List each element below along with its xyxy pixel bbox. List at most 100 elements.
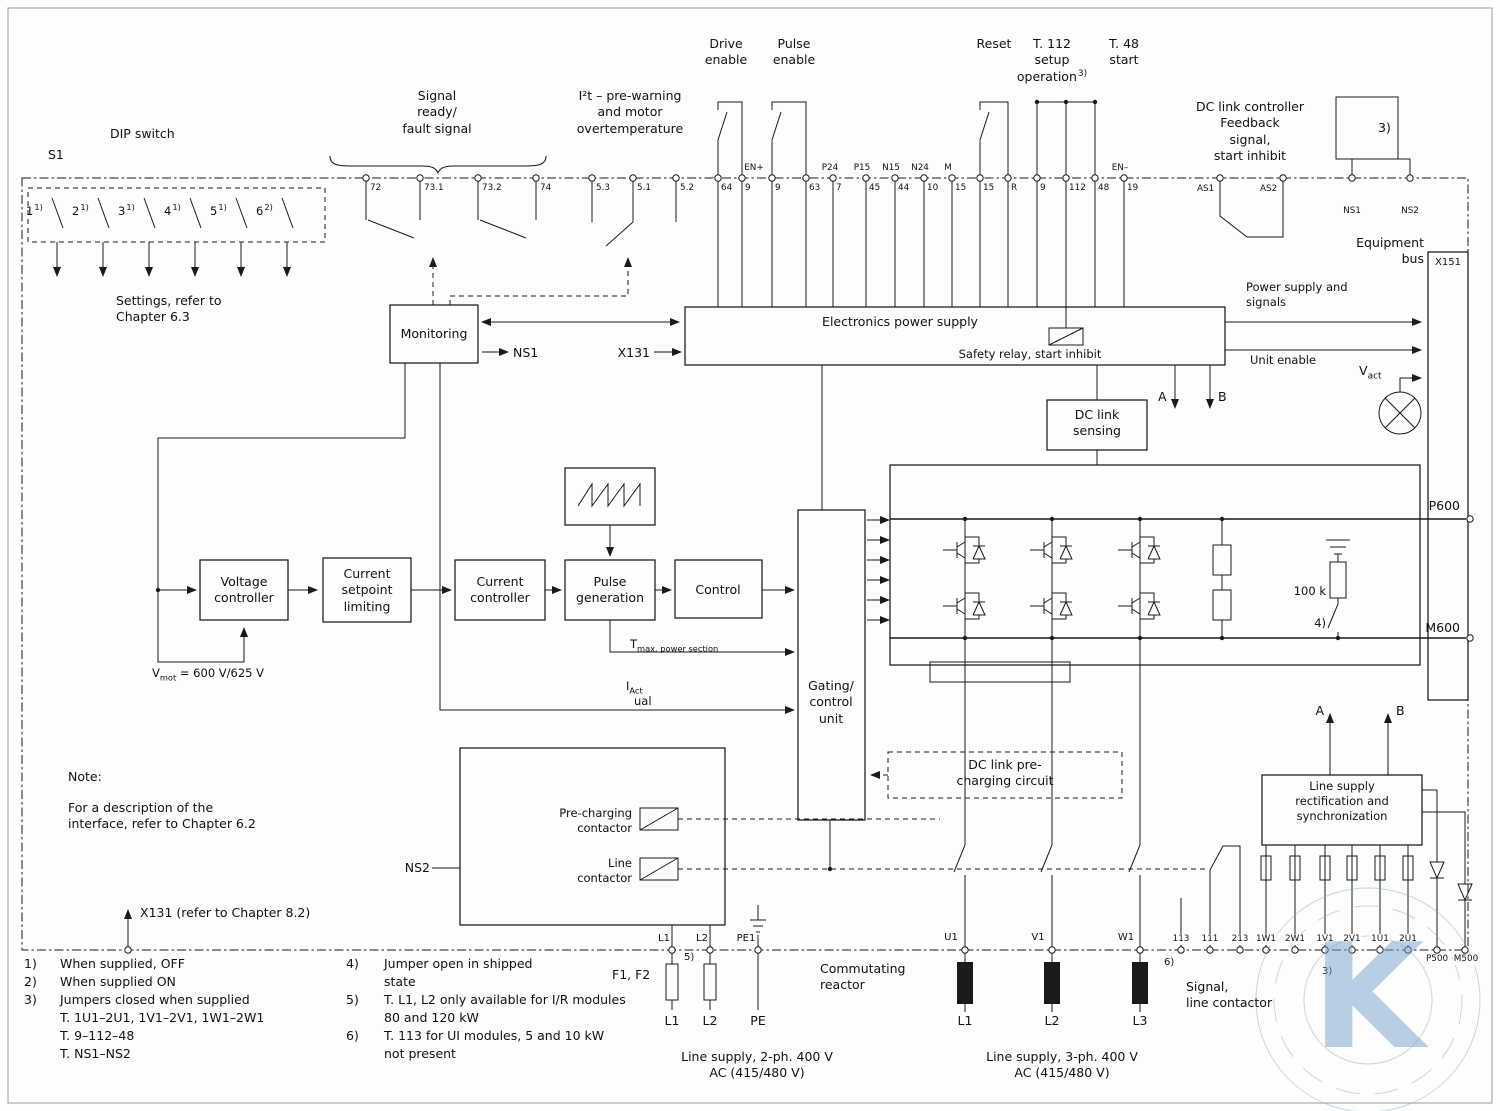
label-line: controller xyxy=(470,590,530,606)
terminal-label: 1V1 xyxy=(1315,934,1335,946)
terminal-label: 73.2 xyxy=(482,183,502,193)
label-line: Line supply xyxy=(1309,779,1375,793)
precharging-circuit-graphic xyxy=(870,751,1123,799)
l2-phase-label: L2 xyxy=(1044,1013,1060,1028)
terminal-label: 213 xyxy=(1230,934,1250,946)
current-controller-label: Current controller xyxy=(470,574,530,607)
label-line: DC link controller xyxy=(1195,99,1305,114)
iact-label-2: ual xyxy=(634,694,652,708)
terminal-label: M xyxy=(944,163,952,173)
vact-label: Vact xyxy=(1359,363,1382,383)
label-line: enable xyxy=(704,52,748,68)
label-line: reactor xyxy=(820,977,865,993)
label-line: Line supply, 3-ph. 400 V xyxy=(986,1049,1138,1064)
terminal-label: 72 xyxy=(370,183,382,193)
terminal-label: 9 xyxy=(1040,183,1046,193)
label-line: I²t – pre-warning xyxy=(578,88,682,103)
label-line: act xyxy=(1367,371,1382,382)
p600-label: P600 xyxy=(1428,498,1460,513)
label-line: signal, xyxy=(1229,131,1271,147)
footnote-marker: 1) xyxy=(24,956,37,971)
label-line: mot xyxy=(159,672,177,683)
label-line: overtemperature xyxy=(576,120,684,136)
label-line: T. 112 xyxy=(1033,36,1071,51)
label-line: line contactor xyxy=(1186,995,1273,1011)
label-line: Drive xyxy=(709,36,743,51)
pulse-generation-label: Pulse generation xyxy=(576,574,644,607)
line-supply-3ph-label: Line supply, 3-ph. 400 V AC (415/480 V) xyxy=(986,1049,1138,1082)
label-line: operation3) xyxy=(1017,69,1087,85)
terminal-label: EN+ xyxy=(744,163,764,173)
terminal-label: EN– xyxy=(1111,163,1129,173)
b-label-bottom: B xyxy=(1396,703,1405,718)
equipment-bus-graphic xyxy=(1171,251,1469,701)
label-line: I xyxy=(626,679,630,693)
terminal-wires xyxy=(717,181,1125,307)
label-line: and motor xyxy=(597,104,663,120)
label-line: Gating/ xyxy=(808,678,854,693)
dip-number: 3 xyxy=(118,203,126,218)
x151-label: X151 xyxy=(1435,257,1461,268)
terminal-label: 45 xyxy=(869,183,881,193)
dip-footnote: 1) xyxy=(126,202,135,212)
pulse-enable-label: Pulse enable xyxy=(773,36,815,69)
footnote-ref: 3) xyxy=(1077,68,1088,79)
dip-item-4: 41) xyxy=(164,202,181,219)
terminal-label: M500 xyxy=(1452,954,1480,966)
label-line: V xyxy=(152,666,160,680)
label-line: Signal xyxy=(417,88,457,103)
electronics-power-supply-label: Electronics power supply xyxy=(822,314,978,329)
label-line: DC link xyxy=(1074,407,1120,422)
terminal-label: 1W1 xyxy=(1255,934,1277,946)
label-line: Current xyxy=(343,566,391,581)
label-line: contactor xyxy=(577,820,632,835)
label-line: sensing xyxy=(1073,423,1121,439)
label-line: Line xyxy=(608,856,632,870)
label-line: setpoint xyxy=(341,582,393,598)
pe-label: PE xyxy=(750,1013,766,1028)
label-line: start xyxy=(1109,52,1139,68)
label-line: Commutating xyxy=(820,961,906,976)
line-supply-rectification-label: Line supply rectification and synchroniz… xyxy=(1295,779,1389,824)
label-line: Settings, refer to xyxy=(116,293,222,308)
footnote-marker: 4) xyxy=(346,956,359,971)
terminal-label: 113 xyxy=(1171,934,1191,946)
terminal-label: 15 xyxy=(983,183,995,193)
label-line: interface, refer to Chapter 6.2 xyxy=(68,816,256,832)
footnote-6-ref: 6) xyxy=(1164,957,1175,968)
terminal-label: 9 xyxy=(745,183,751,193)
commutating-reactor-label: Commutating reactor xyxy=(820,961,905,994)
precharging-circuit-label: DC link pre- charging circuit xyxy=(957,757,1054,790)
b-label: B xyxy=(1218,389,1227,404)
footnote-text: T. 9–112–48 xyxy=(60,1028,135,1043)
line-supply-2ph-label: Line supply, 2-ph. 400 V AC (415/480 V) xyxy=(681,1049,833,1082)
dip-footnote: 1) xyxy=(218,202,227,212)
line-contactor-label: Line contactor xyxy=(577,856,632,886)
label-line: synchronization xyxy=(1296,808,1388,823)
dip-item-2: 21) xyxy=(72,202,89,219)
ns1-output-label: NS1 xyxy=(513,345,539,360)
terminal-label: U1 xyxy=(944,932,958,943)
footnote-text: 80 and 120 kW xyxy=(384,1010,479,1025)
precharging-contactor-label: Pre-charging contactor xyxy=(559,806,632,836)
line-connection-graphic xyxy=(124,905,1148,1012)
dip-footnote: 1) xyxy=(172,202,181,212)
terminal-label: 1U1 xyxy=(1370,934,1390,946)
label-line: signals xyxy=(1246,294,1287,309)
rectification-block xyxy=(1180,713,1473,947)
dc-link-sensing-block xyxy=(1046,365,1148,465)
watermark-letter: K xyxy=(1311,913,1425,1082)
terminal-label: 19 xyxy=(1127,183,1139,193)
dip-item-3: 31) xyxy=(118,202,135,219)
label-line: bus xyxy=(1401,251,1424,267)
dip-item-1: 11) xyxy=(26,202,43,219)
watermark-gear xyxy=(1255,887,1481,1111)
f1-f2-label: F1, F2 xyxy=(612,967,651,982)
terminal-label: 2U1 xyxy=(1398,934,1418,946)
dip-item-6: 62) xyxy=(256,202,273,219)
label-line: AC (415/480 V) xyxy=(1014,1065,1110,1081)
l1-phase-label: L1 xyxy=(957,1013,973,1028)
monitoring-block xyxy=(389,257,682,364)
terminal-label: L1 xyxy=(658,933,670,944)
label-line: start inhibit xyxy=(1213,147,1287,163)
